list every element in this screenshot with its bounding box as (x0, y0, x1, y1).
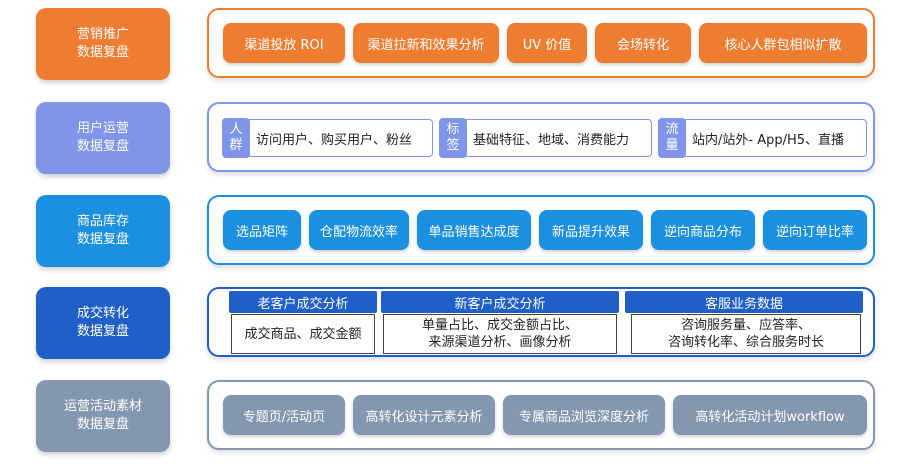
pill-channel-acquisition: 渠道拉新和效果分析 (353, 23, 499, 63)
row-label-user-ops: 用户运营 数据复盘 (36, 102, 170, 174)
row-label-line2: 数据复盘 (76, 45, 129, 60)
group-new-customer-body: 单量占比、成交金额占比、 来源渠道分析、画像分析 (383, 314, 617, 354)
row-panel-conversion: 老客户成交分析 成交商品、成交金额 新客户成交分析 单量占比、成交金额占比、 来… (207, 287, 875, 357)
pill-reverse-order-ratio: 逆向订单比率 (763, 210, 867, 250)
row-label-inventory: 商品库存 数据复盘 (36, 195, 170, 267)
tag-char-2: 量 (665, 138, 679, 153)
group-crowd-text: 访问用户、购买用户、粉丝 (256, 132, 413, 148)
pill-design-element-analysis: 高转化设计元素分析 (353, 395, 495, 435)
pill-venue-conversion: 会场转化 (595, 23, 691, 63)
pill-channel-roi: 渠道投放 ROI (223, 23, 345, 63)
pill-selection-matrix: 选品矩阵 (223, 210, 301, 250)
row-panel-campaign-assets: 专题页/活动页 高转化设计元素分析 专属商品浏览深度分析 高转化活动计划work… (207, 380, 875, 450)
group-traffic: 流 量 站内/站外- App/H5、直播 (658, 118, 867, 158)
group-line: 咨询转化率、综合服务时长 (667, 335, 824, 350)
group-old-customer-title: 老客户成交分析 (229, 291, 377, 313)
group-label-text: 基础特征、地域、消费能力 (473, 132, 630, 148)
tag-char-1: 人 (229, 122, 243, 137)
pill-browse-depth-analysis: 专属商品浏览深度分析 (503, 395, 665, 435)
pill-lookalike-expansion: 核心人群包相似扩散 (699, 23, 867, 63)
row-label-conversion: 成交转化 数据复盘 (36, 287, 170, 359)
row-label-marketing: 营销推广 数据复盘 (36, 8, 170, 80)
group-customer-service-body: 咨询服务量、应答率、 咨询转化率、综合服务时长 (631, 314, 861, 354)
row-label-line1: 成交转化 (76, 306, 129, 321)
pill-reverse-product-distribution: 逆向商品分布 (651, 210, 755, 250)
tag-traffic: 流 量 (658, 118, 686, 158)
group-customer-service-title: 客服业务数据 (625, 291, 863, 313)
pill-uv-value: UV 价值 (507, 23, 587, 63)
row-label-line1: 运营活动素材 (63, 399, 142, 414)
group-line: 单量占比、成交金额占比、 (421, 318, 578, 333)
pill-new-product-lift: 新品提升效果 (539, 210, 643, 250)
tag-crowd: 人 群 (222, 118, 250, 158)
group-crowd: 人 群 访问用户、购买用户、粉丝 (222, 118, 433, 158)
pill-sku-achievement: 单品销售达成度 (417, 210, 531, 250)
row-label-campaign-assets: 运营活动素材 数据复盘 (36, 380, 170, 452)
tag-char-1: 流 (665, 122, 679, 137)
row-label-line1: 商品库存 (76, 214, 129, 229)
row-label-line2: 数据复盘 (76, 139, 129, 154)
pill-topic-page: 专题页/活动页 (223, 395, 345, 435)
group-label: 标 签 基础特征、地域、消费能力 (439, 118, 652, 158)
row-panel-marketing: 渠道投放 ROI 渠道拉新和效果分析 UV 价值 会场转化 核心人群包相似扩散 (207, 8, 875, 78)
row-panel-inventory: 选品矩阵 仓配物流效率 单品销售达成度 新品提升效果 逆向商品分布 逆向订单比率 (207, 195, 875, 265)
tag-char-1: 标 (446, 122, 460, 137)
group-new-customer-title: 新客户成交分析 (381, 291, 619, 313)
tag-label: 标 签 (439, 118, 467, 158)
pill-workflow-plan: 高转化活动计划workflow (673, 395, 867, 435)
row-label-line2: 数据复盘 (76, 417, 129, 432)
pill-logistics-efficiency: 仓配物流效率 (309, 210, 409, 250)
row-panel-user-ops: 人 群 访问用户、购买用户、粉丝 标 签 基础特征、地域、消费能力 流 量 站内… (207, 102, 875, 172)
group-line: 咨询服务量、应答率、 (680, 318, 811, 333)
group-old-customer-body: 成交商品、成交金额 (231, 314, 375, 354)
row-label-line1: 营销推广 (76, 27, 129, 42)
group-line: 成交商品、成交金额 (244, 326, 362, 342)
tag-char-2: 群 (229, 138, 243, 153)
group-line: 来源渠道分析、画像分析 (428, 335, 572, 350)
group-traffic-text: 站内/站外- App/H5、直播 (692, 132, 845, 148)
row-label-line2: 数据复盘 (76, 324, 129, 339)
tag-char-2: 签 (446, 138, 460, 153)
row-label-line1: 用户运营 (76, 121, 129, 136)
row-label-line2: 数据复盘 (76, 232, 129, 247)
